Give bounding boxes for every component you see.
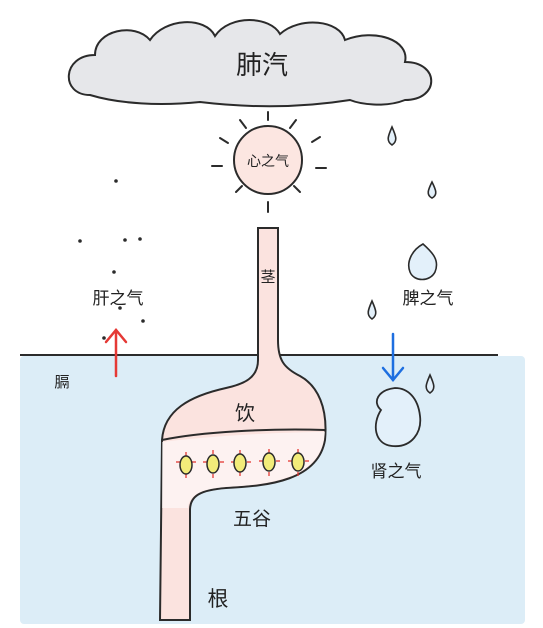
grain-seeds bbox=[176, 449, 309, 478]
droplet bbox=[425, 373, 435, 394]
drink-label: 饮 bbox=[235, 401, 255, 425]
seed bbox=[291, 452, 305, 472]
seed bbox=[206, 454, 220, 474]
sun-circle bbox=[233, 125, 303, 195]
plant-inner-line bbox=[161, 428, 326, 441]
root-label: 根 bbox=[208, 587, 229, 611]
spleen-label: 脾之气 bbox=[403, 289, 454, 309]
heart-label: 心之气 bbox=[247, 154, 289, 170]
seed bbox=[233, 453, 247, 473]
liver-label: 肝之气 bbox=[93, 289, 144, 309]
seed bbox=[179, 455, 193, 475]
kidney-label: 肾之气 bbox=[371, 462, 422, 482]
spleen-droplets bbox=[367, 125, 438, 394]
droplet bbox=[387, 125, 397, 146]
liver-qi-dots bbox=[78, 179, 145, 340]
diaphragm-label: 膈 bbox=[54, 373, 69, 391]
cloud-shape bbox=[67, 19, 433, 108]
grains-label: 五谷 bbox=[233, 508, 271, 530]
droplet bbox=[367, 299, 377, 320]
seed bbox=[262, 452, 276, 472]
liver-up-arrow bbox=[104, 328, 128, 378]
lung-label: 肺汽 bbox=[236, 51, 288, 81]
sun-rays bbox=[211, 111, 327, 213]
stem-label: 茎 bbox=[260, 268, 275, 286]
kidney-shape bbox=[374, 387, 422, 447]
spleen-drop bbox=[407, 243, 438, 281]
plant-body bbox=[158, 227, 327, 621]
droplet bbox=[427, 180, 437, 199]
spleen-down-arrow bbox=[381, 332, 405, 382]
